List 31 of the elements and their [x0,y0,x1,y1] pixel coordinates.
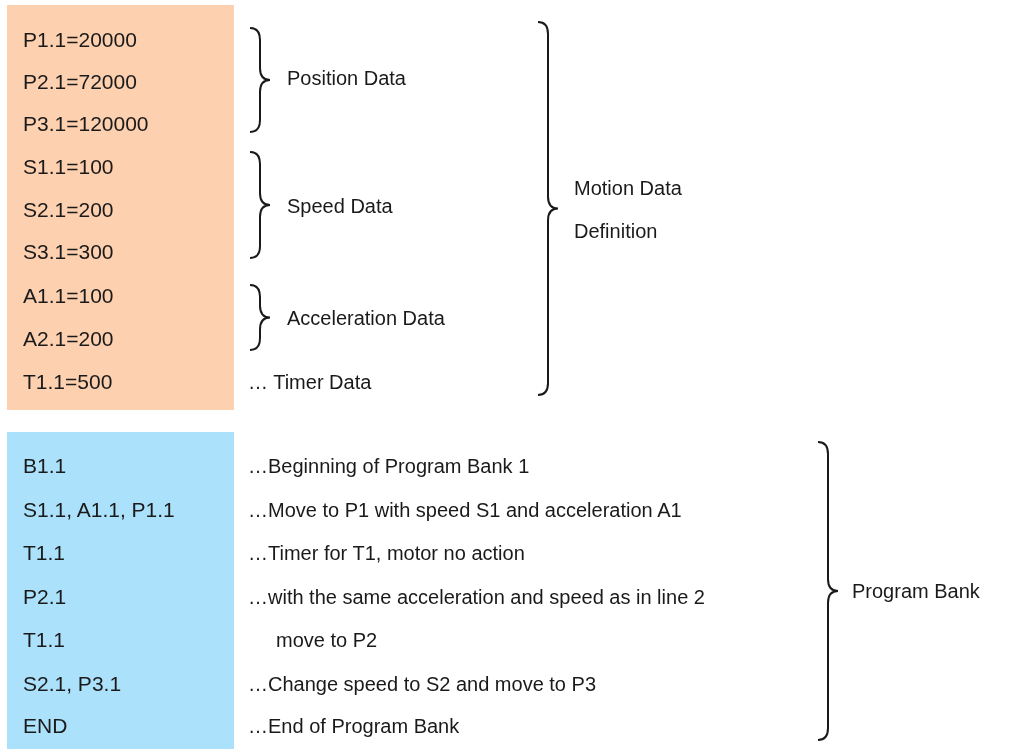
annotation-text: …with the same acceleration and speed as in line 2 [248,585,705,610]
annotation-text: …Timer for T1, motor no action [248,541,525,566]
annotation-text: …Move to P1 with speed S1 and acceleration A1 [248,498,682,523]
code-line: S1.1=100 [23,154,114,180]
annotation-text: … Timer Data [248,370,372,395]
code-line: P2.1 [23,584,67,610]
code-line: S2.1=200 [23,197,114,223]
code-line: T1.1 [23,627,66,653]
annotation-text: Program Bank [852,579,980,604]
code-line: P3.1=120000 [23,111,149,137]
code-line: END [23,713,68,739]
code-line: A1.1=100 [23,283,114,309]
annotation-text: …End of Program Bank [248,714,460,739]
annotation-text: Position Data [287,66,406,91]
annotation-text: move to P2 [276,628,378,653]
code-line: P2.1=72000 [23,69,137,95]
code-line: A2.1=200 [23,326,114,352]
code-line: S3.1=300 [23,239,114,265]
code-line: S1.1, A1.1, P1.1 [23,497,175,523]
annotation-text: Speed Data [287,194,393,219]
code-line: T1.1=500 [23,369,113,395]
code-panel [7,432,234,749]
annotation-text: …Change speed to S2 and move to P3 [248,672,596,697]
annotation-text: Motion Data Definition [574,176,683,244]
code-line: S2.1, P3.1 [23,671,122,697]
code-panel [7,5,234,410]
annotation-text: …Beginning of Program Bank 1 [248,454,530,479]
annotation-text: Acceleration Data [287,306,445,331]
code-line: P1.1=20000 [23,27,137,53]
code-line: T1.1 [23,540,66,566]
code-line: B1.1 [23,453,67,479]
